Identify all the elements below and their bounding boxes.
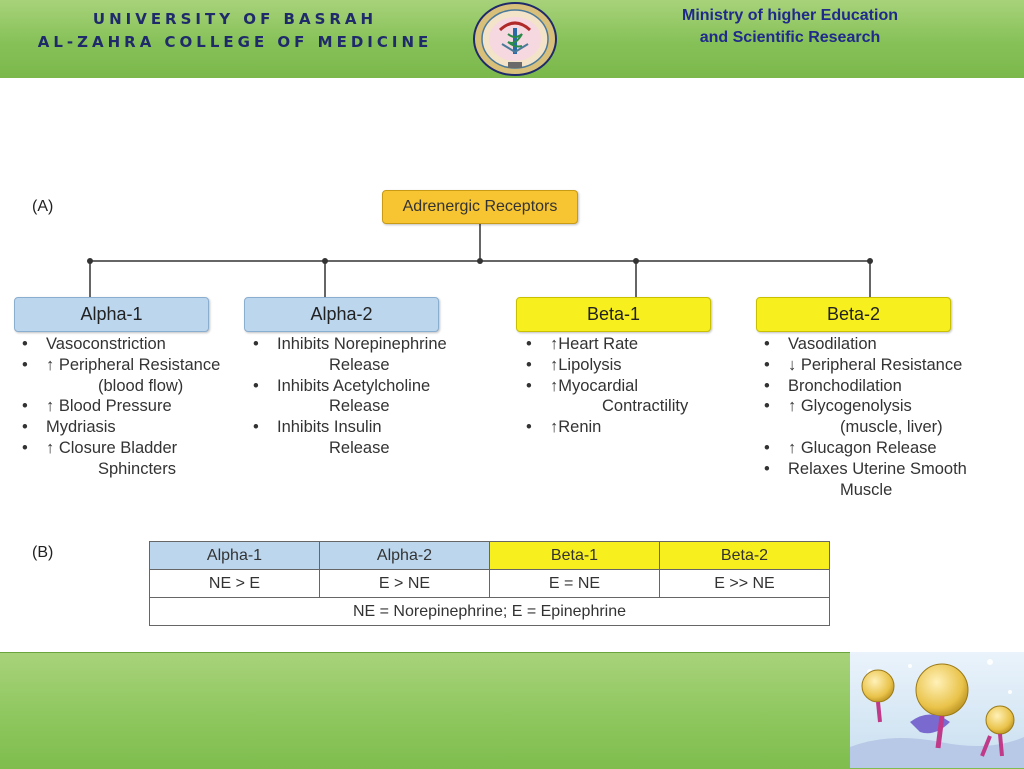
header-band: UNIVERSITY OF BASRAH AL-ZAHRA COLLEGE OF… bbox=[0, 0, 1024, 78]
table-header-cell: Alpha-1 bbox=[149, 541, 320, 570]
table-cell: E > NE bbox=[319, 569, 490, 598]
ministry-line-2: and Scientific Research bbox=[699, 29, 881, 46]
effect-item: ↑Lipolysis bbox=[526, 355, 726, 376]
effect-item: ↑Heart Rate bbox=[526, 334, 726, 355]
university-title: UNIVERSITY OF BASRAH AL-ZAHRA COLLEGE OF… bbox=[0, 8, 470, 54]
effect-item: Vasoconstriction bbox=[22, 334, 252, 355]
receptor-box-alpha-2: Alpha-2 bbox=[244, 297, 439, 332]
effect-item: ↑ Closure Bladder bbox=[22, 438, 252, 459]
receptor-box-beta-2: Beta-2 bbox=[756, 297, 951, 332]
effects-list-alpha-2: Inhibits NorepinephrineReleaseInhibits A… bbox=[253, 334, 493, 459]
effect-item: ↑Myocardial bbox=[526, 376, 726, 397]
effect-item: Relaxes Uterine Smooth bbox=[764, 459, 1014, 480]
effect-item-continuation: Release bbox=[329, 397, 390, 416]
effect-item: Inhibits Norepinephrine bbox=[253, 334, 493, 355]
table-cell: E >> NE bbox=[659, 569, 830, 598]
effect-item: ↑ Glycogenolysis bbox=[764, 396, 1014, 417]
effect-item: ↑Renin bbox=[526, 417, 726, 438]
potency-table: Alpha-1 Alpha-2 Beta-1 Beta-2 NE > E E >… bbox=[149, 541, 830, 626]
effect-item: Vasodilation bbox=[764, 334, 1014, 355]
effect-item: Inhibits Acetylcholine bbox=[253, 376, 493, 397]
root-node-adrenergic-receptors: Adrenergic Receptors bbox=[382, 190, 578, 224]
table-cell: E = NE bbox=[489, 569, 660, 598]
table-header-cell: Alpha-2 bbox=[319, 541, 490, 570]
table-header-cell: Beta-2 bbox=[659, 541, 830, 570]
effect-item: Mydriasis bbox=[22, 417, 252, 438]
receptor-box-alpha-1: Alpha-1 bbox=[14, 297, 209, 332]
junction-dot bbox=[477, 258, 483, 264]
effect-item-continuation: Release bbox=[329, 438, 390, 457]
effect-item: ↑ Blood Pressure bbox=[22, 396, 252, 417]
table-cell: NE > E bbox=[149, 569, 320, 598]
junction-dot bbox=[633, 258, 639, 264]
effect-item: Inhibits Insulin bbox=[253, 417, 493, 438]
effect-item: Bronchodilation bbox=[764, 376, 1014, 397]
effects-list-beta-2: Vasodilation↓ Peripheral ResistanceBronc… bbox=[764, 334, 1014, 500]
table-row: NE > E E > NE E = NE E >> NE bbox=[149, 569, 830, 598]
university-line-2: AL-ZAHRA COLLEGE OF MEDICINE bbox=[37, 33, 433, 51]
ministry-line-1: Ministry of higher Education bbox=[681, 7, 898, 24]
junction-dot bbox=[867, 258, 873, 264]
university-line-1: UNIVERSITY OF BASRAH bbox=[92, 10, 378, 28]
ministry-title: Ministry of higher Education and Scienti… bbox=[640, 5, 940, 49]
junction-dot bbox=[87, 258, 93, 264]
effect-item-continuation: (blood flow) bbox=[98, 376, 184, 395]
effect-item-continuation: (muscle, liver) bbox=[840, 418, 943, 437]
table-row: NE = Norepinephrine; E = Epinephrine bbox=[149, 597, 830, 626]
effects-list-beta-1: ↑Heart Rate↑Lipolysis↑MyocardialContract… bbox=[526, 334, 726, 438]
table-footnote: NE = Norepinephrine; E = Epinephrine bbox=[149, 597, 830, 626]
panel-label-b: (B) bbox=[32, 544, 54, 561]
table-header-cell: Beta-1 bbox=[489, 541, 660, 570]
effect-item-continuation: Sphincters bbox=[98, 459, 176, 478]
effect-item-continuation: Release bbox=[329, 355, 390, 374]
effects-list-alpha-1: Vasoconstriction↑ Peripheral Resistance(… bbox=[22, 334, 252, 480]
panel-label-a: (A) bbox=[32, 198, 54, 215]
receptor-box-beta-1: Beta-1 bbox=[516, 297, 711, 332]
effect-item: ↑ Glucagon Release bbox=[764, 438, 1014, 459]
effect-item-continuation: Muscle bbox=[840, 480, 893, 499]
table-header-row: Alpha-1 Alpha-2 Beta-1 Beta-2 bbox=[149, 541, 830, 570]
college-seal-icon bbox=[473, 2, 557, 76]
liposome-illustration-icon bbox=[850, 652, 1024, 768]
effect-item-continuation: Contractility bbox=[602, 397, 689, 416]
effect-item: ↓ Peripheral Resistance bbox=[764, 355, 1014, 376]
effect-item: ↑ Peripheral Resistance bbox=[22, 355, 252, 376]
junction-dot bbox=[322, 258, 328, 264]
